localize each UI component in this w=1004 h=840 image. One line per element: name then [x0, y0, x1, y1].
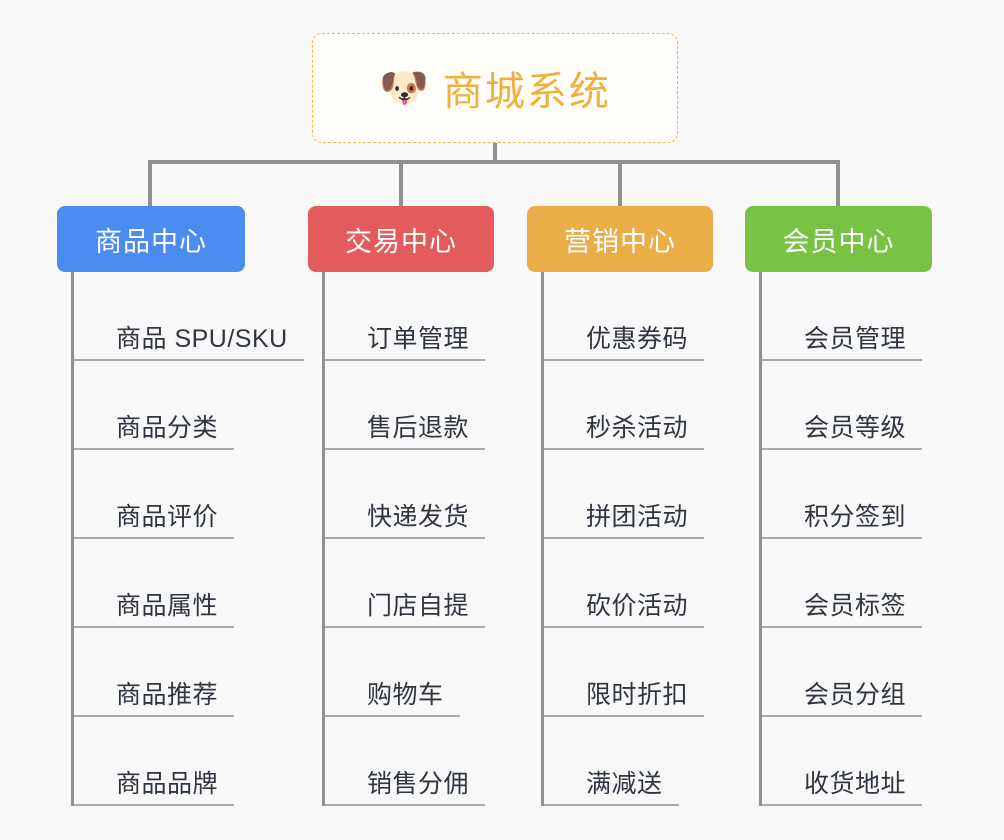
leaf-item-label: 售后退款 [367, 414, 470, 442]
leaf-item-label: 商品品牌 [116, 770, 219, 798]
leaf-item[interactable]: 商品分类 [74, 361, 245, 450]
leaf-item-underline [325, 804, 485, 806]
leaf-item-underline [325, 359, 485, 361]
category-header-member-center[interactable]: 会员中心 [745, 206, 932, 272]
connector-drop-product-center [148, 160, 152, 206]
leaf-item-label: 商品评价 [116, 503, 219, 531]
leaf-item-label: 积分签到 [804, 503, 907, 531]
leaf-item-underline [74, 448, 234, 450]
connector-drop-member-center [836, 160, 840, 206]
leaf-item[interactable]: 销售分佣 [325, 717, 494, 806]
leaf-item[interactable]: 收货地址 [762, 717, 932, 806]
leaf-item-label: 秒杀活动 [586, 414, 689, 442]
leaf-item-underline [762, 804, 922, 806]
leaf-item-label: 砍价活动 [586, 592, 689, 620]
leaf-item-underline [325, 715, 460, 717]
column-marketing-center: 营销中心优惠券码秒杀活动拼团活动砍价活动限时折扣满减送 [527, 206, 713, 806]
leaf-item[interactable]: 拼团活动 [544, 450, 713, 539]
category-header-label: 商品中心 [95, 226, 207, 257]
leaf-item-underline [544, 537, 704, 539]
leaf-item[interactable]: 会员标签 [762, 539, 932, 628]
leaf-item-label: 商品推荐 [116, 681, 219, 709]
leaf-item-label: 购物车 [367, 681, 444, 709]
connector-root-stem [493, 143, 497, 164]
leaf-item[interactable]: 优惠券码 [544, 272, 713, 361]
leaf-item-label: 会员标签 [804, 592, 907, 620]
leaf-list-marketing-center: 优惠券码秒杀活动拼团活动砍价活动限时折扣满减送 [541, 272, 713, 806]
leaf-item-label: 商品 SPU/SKU [116, 325, 288, 353]
leaf-item-underline [762, 537, 922, 539]
leaf-item-label: 门店自提 [367, 592, 470, 620]
leaf-item[interactable]: 商品属性 [74, 539, 245, 628]
leaf-item[interactable]: 商品评价 [74, 450, 245, 539]
category-header-label: 会员中心 [782, 226, 895, 257]
shiba-dog-face-icon: 🐶 [379, 66, 429, 110]
leaf-item-label: 会员管理 [804, 325, 907, 353]
leaf-item[interactable]: 会员管理 [762, 272, 932, 361]
category-header-marketing-center[interactable]: 营销中心 [527, 206, 713, 272]
leaf-item-label: 商品属性 [116, 592, 219, 620]
leaf-item-label: 销售分佣 [367, 770, 470, 798]
leaf-item-underline [325, 537, 485, 539]
connector-drop-marketing-center [618, 160, 622, 206]
leaf-item-underline [74, 359, 304, 361]
leaf-item-underline [544, 448, 704, 450]
leaf-item-underline [544, 715, 704, 717]
leaf-item[interactable]: 订单管理 [325, 272, 494, 361]
column-trade-center: 交易中心订单管理售后退款快递发货门店自提购物车销售分佣 [308, 206, 494, 806]
leaf-item-underline [762, 715, 922, 717]
category-header-label: 营销中心 [564, 226, 676, 257]
leaf-item-underline [762, 448, 922, 450]
leaf-item-underline [325, 626, 485, 628]
leaf-item[interactable]: 售后退款 [325, 361, 494, 450]
leaf-item[interactable]: 会员等级 [762, 361, 932, 450]
root-node-shopping-mall-system[interactable]: 🐶 商城系统 [312, 33, 678, 143]
leaf-item-label: 商品分类 [116, 414, 219, 442]
leaf-item[interactable]: 积分签到 [762, 450, 932, 539]
leaf-item-label: 收货地址 [804, 770, 907, 798]
leaf-item-underline [762, 359, 922, 361]
leaf-item[interactable]: 秒杀活动 [544, 361, 713, 450]
leaf-item-underline [544, 359, 704, 361]
leaf-item[interactable]: 门店自提 [325, 539, 494, 628]
leaf-item-underline [544, 804, 679, 806]
leaf-item-underline [762, 626, 922, 628]
leaf-list-member-center: 会员管理会员等级积分签到会员标签会员分组收货地址 [759, 272, 932, 806]
leaf-item-underline [74, 537, 234, 539]
leaf-item[interactable]: 快递发货 [325, 450, 494, 539]
leaf-item[interactable]: 商品 SPU/SKU [74, 272, 304, 361]
leaf-item-label: 会员分组 [804, 681, 907, 709]
leaf-list-product-center: 商品 SPU/SKU 商品分类商品评价商品属性商品推荐商品品牌 [71, 272, 304, 806]
leaf-item-label: 订单管理 [367, 325, 470, 353]
column-product-center: 商品中心商品 SPU/SKU 商品分类商品评价商品属性商品推荐商品品牌 [57, 206, 304, 806]
leaf-item[interactable]: 购物车 [325, 628, 494, 717]
leaf-item[interactable]: 商品品牌 [74, 717, 245, 806]
category-header-trade-center[interactable]: 交易中心 [308, 206, 494, 272]
leaf-item[interactable]: 商品推荐 [74, 628, 245, 717]
category-header-product-center[interactable]: 商品中心 [57, 206, 245, 272]
leaf-item[interactable]: 满减送 [544, 717, 713, 806]
leaf-item[interactable]: 砍价活动 [544, 539, 713, 628]
connector-horizontal-bus [148, 160, 836, 164]
root-node-title: 商城系统 [442, 70, 611, 114]
leaf-item-label: 会员等级 [804, 414, 907, 442]
leaf-item-label: 限时折扣 [586, 681, 689, 709]
column-member-center: 会员中心会员管理会员等级积分签到会员标签会员分组收货地址 [745, 206, 932, 806]
leaf-item-underline [74, 804, 234, 806]
leaf-item-label: 满减送 [586, 770, 663, 798]
leaf-item-label: 拼团活动 [586, 503, 689, 531]
leaf-item[interactable]: 会员分组 [762, 628, 932, 717]
leaf-item-underline [74, 715, 234, 717]
connector-drop-trade-center [399, 160, 403, 206]
leaf-item[interactable]: 限时折扣 [544, 628, 713, 717]
leaf-item-label: 优惠券码 [586, 325, 689, 353]
leaf-item-label: 快递发货 [367, 503, 470, 531]
leaf-item-underline [74, 626, 234, 628]
leaf-list-trade-center: 订单管理售后退款快递发货门店自提购物车销售分佣 [322, 272, 494, 806]
leaf-item-underline [544, 626, 704, 628]
category-header-label: 交易中心 [345, 226, 457, 257]
leaf-item-underline [325, 448, 485, 450]
